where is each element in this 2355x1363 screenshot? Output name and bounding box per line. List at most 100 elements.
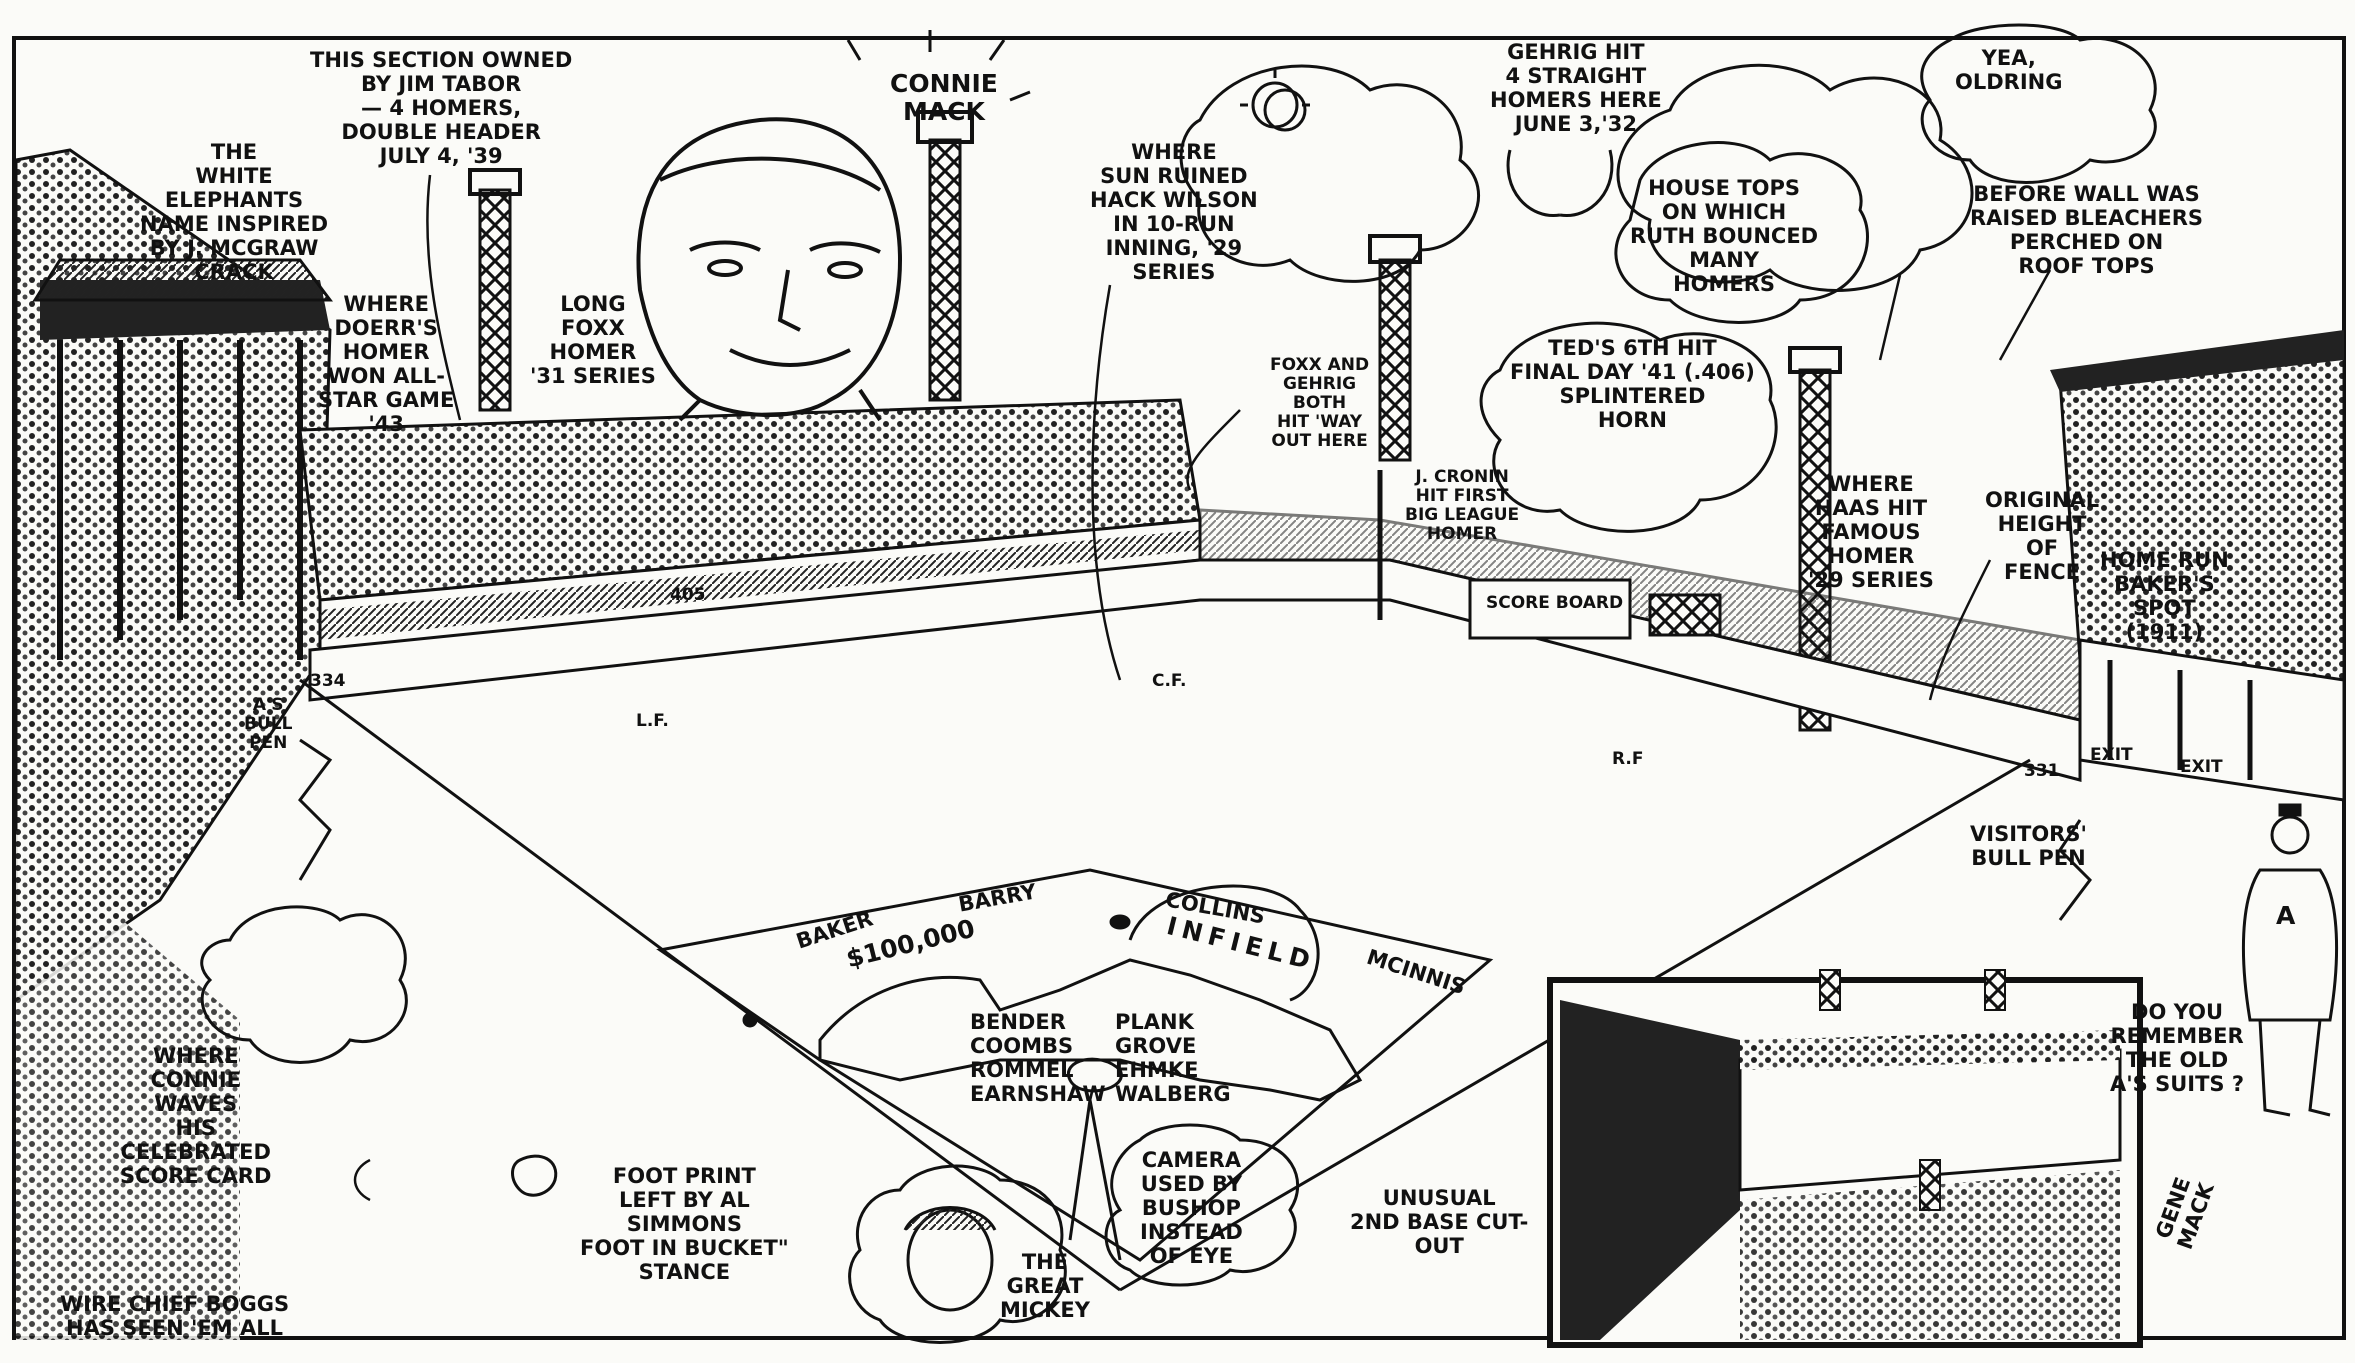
oldring-note: YEA, OLDRING xyxy=(1955,46,2062,94)
inset-stadium-picture xyxy=(1547,969,2143,1348)
gehrig-four-homers-note: GEHRIG HIT 4 STRAIGHT HOMERS HERE JUNE 3… xyxy=(1490,40,1662,136)
ted-williams-note: TED'S 6TH HIT FINAL DAY '41 (.406) SPLIN… xyxy=(1510,336,1755,432)
note-line: LEFT BY AL xyxy=(619,1188,750,1212)
note-line: BULL xyxy=(244,714,293,734)
note-line: BULL PEN xyxy=(1971,846,2086,870)
player-figure xyxy=(2241,803,2339,1117)
note-line: HIS xyxy=(175,1116,216,1140)
center-field-distance: 405 xyxy=(670,585,706,605)
note-line: HAAS HIT xyxy=(1814,496,1928,520)
thought-clouds xyxy=(200,23,2157,1344)
note-line: STANCE xyxy=(638,1260,731,1284)
note-line: GEHRIG HIT xyxy=(1507,40,1645,64)
foxx-gehrig-note: FOXX AND GEHRIG BOTH HIT 'WAY OUT HERE xyxy=(1270,356,1369,451)
note-line: MANY xyxy=(1689,248,1760,272)
note-line: BY J. McGRAW xyxy=(149,236,319,260)
note-line: SIMMONS xyxy=(626,1212,743,1236)
original-height-note: ORIGINAL HEIGHT OF FENCE xyxy=(1985,488,2099,584)
note-line: FOXX xyxy=(561,316,625,340)
white-elephants-note: THE WHITE ELEPHANTS NAME INSPIRED BY J. … xyxy=(140,140,328,284)
note-line: HAS SEEN 'EM ALL xyxy=(66,1316,284,1340)
great-mickey-note: THE GREAT MICKEY xyxy=(1000,1250,1090,1322)
note-line: HOMERS xyxy=(1673,272,1776,296)
exit-sign: EXIT xyxy=(2090,745,2133,765)
note-line: LONG xyxy=(560,292,626,316)
note-line: INNING, '29 xyxy=(1105,236,1243,260)
left-field-label: L.F. xyxy=(636,711,669,731)
center-field-label: C.F. xyxy=(1152,671,1187,691)
note-line: CONNIE xyxy=(150,1068,242,1092)
note-line: MACK xyxy=(902,97,985,126)
note-line: ROOF TOPS xyxy=(2018,254,2155,278)
note-line: BUSHOP xyxy=(1141,1196,1241,1220)
note-line: OUT HERE xyxy=(1271,431,1368,451)
hack-wilson-note: WHERE SUN RUINED HACK WILSON IN 10-RUN I… xyxy=(1090,140,1258,284)
note-line: CAMERA xyxy=(1141,1148,1242,1172)
doerr-note: WHERE DOERR'S HOMER WON ALL- STAR GAME '… xyxy=(318,292,454,436)
cronin-note: J. CRONIN HIT FIRST BIG LEAGUE HOMER xyxy=(1405,468,1519,544)
note-line: WHERE xyxy=(1828,472,1914,496)
note-line: OF EYE xyxy=(1149,1244,1234,1268)
camera-note: CAMERA USED BY BUSHOP INSTEAD OF EYE xyxy=(1140,1148,1243,1268)
pitcher-name: EHMKE xyxy=(1115,1058,1199,1082)
note-line: THE xyxy=(1021,1250,1069,1274)
pitcher-name: GROVE xyxy=(1115,1034,1197,1058)
second-base-note: UNUSUAL 2ND BASE CUT- OUT xyxy=(1350,1186,1528,1258)
note-line: HORN xyxy=(1597,408,1668,432)
note-line: 2ND BASE CUT- xyxy=(1350,1210,1529,1234)
score-board-label: SCORE BOARD xyxy=(1486,593,1624,613)
note-line: '43 xyxy=(368,412,404,436)
connie-waves-note: WHERE CONNIE WAVES HIS CELEBRATED SCORE … xyxy=(120,1044,271,1188)
left-grandstand xyxy=(14,148,333,1340)
note-line: JULY 4, '39 xyxy=(379,144,503,168)
foxx-31-note: LONG FOXX HOMER '31 SERIES xyxy=(530,292,656,388)
note-line: SPOT xyxy=(2133,596,2196,620)
footprint-icon xyxy=(511,1154,558,1197)
haas-note: WHERE HAAS HIT FAMOUS HOMER '29 SERIES xyxy=(1808,472,1934,592)
note-line: HOME RUN xyxy=(2100,548,2229,572)
note-line: PERCHED ON xyxy=(2009,230,2164,254)
note-line: '29 SERIES xyxy=(1808,568,1934,592)
right-field-label: R.F xyxy=(1612,749,1644,769)
note-line: REMEMBER xyxy=(2110,1024,2244,1048)
note-line: HOMERS HERE xyxy=(1490,88,1662,112)
note-line: HACK WILSON xyxy=(1090,188,1258,212)
note-line: MICKEY xyxy=(1000,1298,1090,1322)
note-line: WHERE xyxy=(343,292,429,316)
note-line: WHITE xyxy=(195,164,273,188)
note-line: HOMER xyxy=(1426,524,1498,544)
note-line: 4 STRAIGHT xyxy=(1505,64,1647,88)
note-line: VISITORS' xyxy=(1970,822,2087,846)
bull-pens xyxy=(298,738,2092,921)
note-line: FAMOUS xyxy=(1821,520,1921,544)
note-line: FOOT PRINT xyxy=(612,1164,756,1188)
visitors-bull-pen-note: VISITORS' BULL PEN xyxy=(1970,822,2087,870)
note-line: DOUBLE HEADER xyxy=(341,120,541,144)
sunburst-icon xyxy=(846,30,1031,102)
note-line: TED'S 6TH HIT xyxy=(1548,336,1717,360)
wreath-icon xyxy=(1506,149,1614,218)
connie-mack-portrait xyxy=(636,117,903,422)
note-line: BEFORE WALL WAS xyxy=(1973,182,2200,206)
house-tops-note: HOUSE TOPS ON WHICH RUTH BOUNCED MANY HO… xyxy=(1630,176,1818,296)
note-line: GREAT xyxy=(1006,1274,1084,1298)
leader-lines xyxy=(353,174,2052,1202)
outfield-fence xyxy=(308,470,2082,782)
note-line: IN 10-RUN xyxy=(1113,212,1235,236)
old-suits-note: DO YOU REMEMBER THE OLD A'S SUITS ? xyxy=(2110,1000,2244,1096)
pitcher-name: COOMBS xyxy=(970,1034,1074,1058)
left-field-upper-deck xyxy=(298,398,1202,662)
note-line: STAR GAME xyxy=(318,388,455,412)
note-line: FOOT IN BUCKET" xyxy=(580,1236,789,1260)
note-line: CRACK xyxy=(194,260,274,284)
note-line: WAVES xyxy=(154,1092,238,1116)
note-line: PEN xyxy=(249,733,288,753)
note-line: J. CRONIN xyxy=(1415,467,1509,487)
note-line: BIG LEAGUE xyxy=(1405,505,1520,525)
pitchers-right-list: PLANK GROVE EHMKE WALBERG xyxy=(1115,1010,1231,1106)
sun-icon xyxy=(1240,70,1310,129)
pitcher-name: ROMMEL xyxy=(970,1058,1074,1082)
note-line: FOXX AND xyxy=(1270,355,1370,375)
pitchers-left-list: BENDER COOMBS ROMMEL EARNSHAW xyxy=(970,1010,1106,1106)
